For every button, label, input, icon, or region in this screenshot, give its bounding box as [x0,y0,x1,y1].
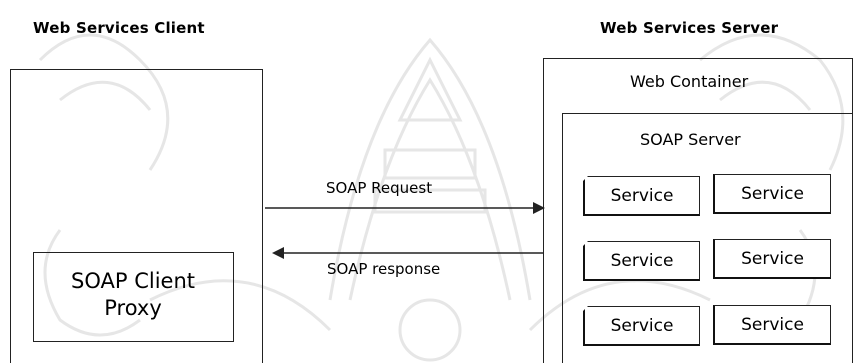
soap-request-arrowhead [533,202,545,214]
soap-request-label: SOAP Request [326,179,433,197]
soap-client-proxy-box: SOAP Client Proxy [33,252,234,342]
client-header: Web Services Client [33,19,205,37]
web-container-box [543,58,853,363]
soap-response-arrowhead [272,247,284,259]
soap-response-label: SOAP response [327,260,441,278]
service-box: Service [582,239,700,281]
server-header: Web Services Server [600,19,779,37]
service-box: Service [713,305,831,345]
service-box: Service [713,174,831,214]
service-box: Service [582,304,700,346]
service-box: Service [582,174,700,216]
soap-client-proxy-line1: SOAP Client [71,269,195,293]
soap-client-proxy-line2: Proxy [104,296,162,320]
web-services-client-box [10,69,263,363]
soap-server-label: SOAP Server [640,130,741,149]
service-box: Service [713,239,831,279]
web-container-label: Web Container [630,72,749,91]
soap-client-proxy-label: SOAP Client Proxy [34,268,232,322]
soap-server-box [562,113,853,363]
